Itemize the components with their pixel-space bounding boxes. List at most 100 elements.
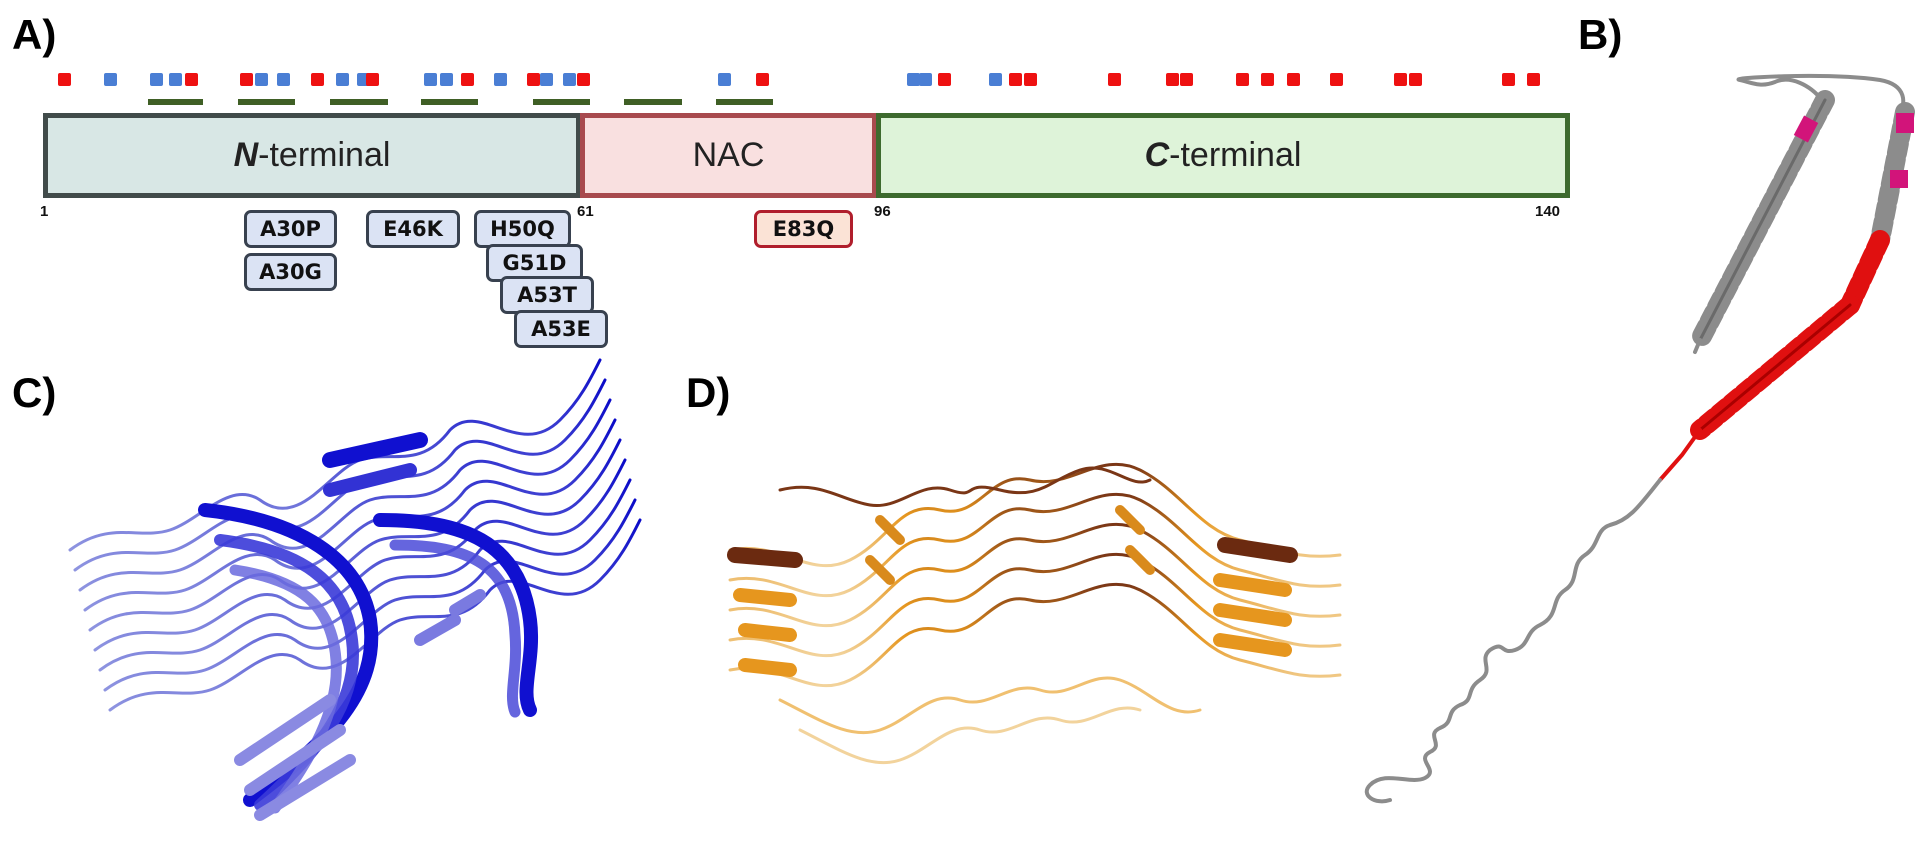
marker-red [938, 73, 951, 86]
marker-red [1527, 73, 1540, 86]
marker-blue [540, 73, 553, 86]
marker-blue [424, 73, 437, 86]
marker-red [1024, 73, 1037, 86]
marker-blue [336, 73, 349, 86]
top-loop [1736, 73, 1906, 114]
mutation-a53e: A53E [514, 310, 608, 348]
beta-sheet [322, 432, 428, 468]
beta-sheet [229, 564, 342, 814]
beta-sheet [414, 589, 486, 646]
position-96: 96 [874, 203, 891, 220]
mutation-e46k: E46K [366, 210, 460, 248]
helix-red-upper [1840, 230, 1890, 315]
marker-red [1409, 73, 1422, 86]
disordered-tail [1364, 478, 1662, 804]
marker-red [756, 73, 769, 86]
beta-sheet [727, 547, 803, 568]
beta-sheet [234, 694, 356, 821]
marker-red [527, 73, 540, 86]
marker-blue [104, 73, 117, 86]
position-61: 61 [577, 203, 594, 220]
marker-red [311, 73, 324, 86]
fibril-structure-d [727, 462, 1342, 765]
marker-red [1009, 73, 1022, 86]
beta-sheet [865, 505, 1155, 585]
fibril-strand [728, 522, 1342, 628]
n-terminal-domain: N-terminal [43, 113, 581, 198]
marker-red [366, 73, 379, 86]
n-terminal-prefix: N [233, 136, 259, 174]
nac-domain: NAC [580, 113, 877, 198]
repeat-bar [716, 99, 773, 105]
c-terminal-suffix: -terminal [1169, 136, 1302, 174]
fibril-strand [73, 378, 607, 572]
marker-red [185, 73, 198, 86]
panel-label-d: D) [686, 369, 731, 416]
repeat-motif-bars [148, 99, 773, 105]
nac-label: NAC [692, 136, 765, 174]
n-terminal-suffix: -terminal [258, 136, 391, 174]
marker-red [1502, 73, 1515, 86]
mutation-a53t: A53T [500, 276, 594, 314]
marker-red [1394, 73, 1407, 86]
mutation-a30p: A30P [244, 210, 337, 248]
marker-red [1261, 73, 1274, 86]
fibril-strand [778, 466, 1152, 508]
fibril-strand [103, 498, 637, 692]
fibril-strand [728, 582, 1342, 688]
position-140: 140 [1535, 203, 1561, 220]
marker-blue [255, 73, 268, 86]
fibril-structure-c [68, 358, 642, 821]
helix-highlight [1896, 113, 1914, 133]
marker-blue [494, 73, 507, 86]
marker-blue [907, 73, 920, 86]
position-1: 1 [40, 203, 49, 220]
fibril-strand [798, 706, 1142, 765]
marker-blue [440, 73, 453, 86]
marker-red [1287, 73, 1300, 86]
repeat-bar [238, 99, 295, 105]
marker-blue [277, 73, 290, 86]
panel-label-b: B) [1578, 11, 1623, 58]
repeat-bar [330, 99, 388, 105]
panel-label-a: A) [12, 11, 57, 58]
beta-sheet [733, 588, 797, 677]
marker-red [461, 73, 474, 86]
fibril-strand [728, 492, 1342, 598]
marker-red [240, 73, 253, 86]
marker-red [1108, 73, 1121, 86]
fibril-strand [88, 438, 622, 632]
marker-red [1236, 73, 1249, 86]
fibril-strand [78, 398, 612, 592]
residue-markers [58, 73, 1540, 86]
repeat-bar [624, 99, 682, 105]
beta-sheet [373, 513, 538, 717]
marker-red [1166, 73, 1179, 86]
mutation-e83q: E83Q [754, 210, 853, 248]
fibril-strand [778, 676, 1202, 735]
marker-blue [150, 73, 163, 86]
marker-red [1330, 73, 1343, 86]
fibril-strand [728, 552, 1342, 658]
helix-highlight [1793, 115, 1819, 143]
marker-blue [919, 73, 932, 86]
c-terminal-prefix: C [1144, 136, 1170, 174]
c-terminal-domain: C-terminal [876, 113, 1570, 198]
marker-blue [989, 73, 1002, 86]
repeat-bar [533, 99, 590, 105]
repeat-bar [148, 99, 203, 105]
marker-blue [563, 73, 576, 86]
panel-label-c: C) [12, 369, 57, 416]
fibril-strand [108, 518, 642, 712]
fibril-strand [93, 458, 627, 652]
marker-blue [169, 73, 182, 86]
beta-sheet [1217, 537, 1298, 563]
marker-red [1180, 73, 1193, 86]
marker-blue [718, 73, 731, 86]
fibril-strand [98, 478, 632, 672]
marker-red [58, 73, 71, 86]
beta-sheet [1213, 573, 1292, 657]
monomer-structure [1364, 73, 1915, 804]
beta-sheet [389, 539, 522, 718]
